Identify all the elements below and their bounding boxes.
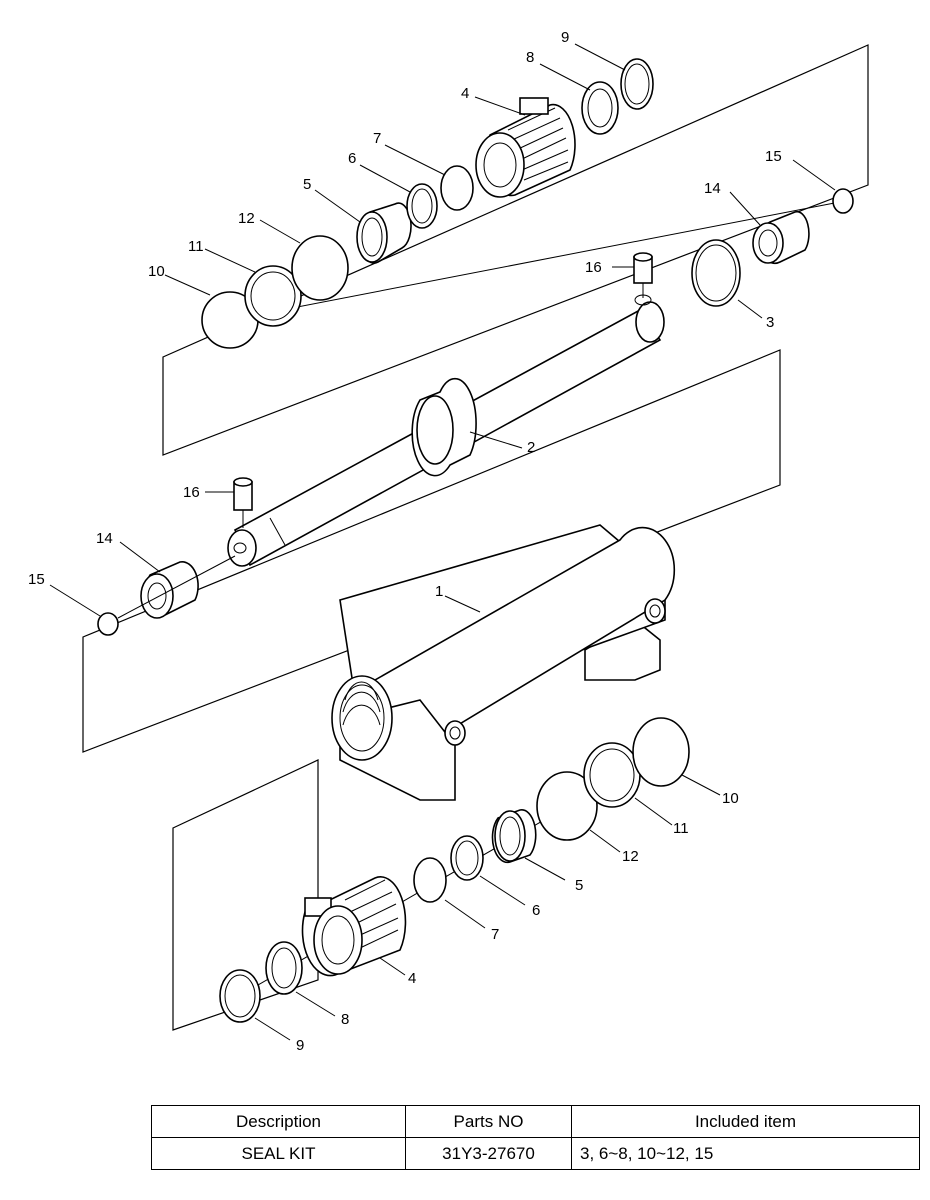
part-15-rod [97,612,119,636]
upper-axis-line [229,199,851,321]
cell-included-item: 3, 6~8, 10~12, 15 [571,1137,920,1170]
callout-6-upper: 6 [348,150,356,167]
callout-16-rod: 16 [183,484,200,501]
part-12-lower [536,771,598,841]
table-row: SEAL KIT 31Y3-27670 3, 6~8, 10~12, 15 [151,1137,920,1170]
callout-10-upper: 10 [148,263,165,280]
part-16-upper-pin [633,252,653,298]
part-6-lower [450,835,484,881]
part-9-lower [219,969,261,1023]
part-11-lower [583,742,641,808]
callout-5-lower: 5 [575,877,583,894]
callout-11-upper: 11 [188,238,204,255]
middle-assembly-outline [82,349,781,753]
callout-8-upper: 8 [526,49,534,66]
table-header-row: Description Parts NO Included item [151,1105,920,1138]
part-8-upper [581,81,619,135]
callout-15-rod: 15 [28,571,45,588]
part-5-lower [491,809,537,864]
cell-description: SEAL KIT [151,1137,406,1170]
callout-15-upper: 15 [765,148,782,165]
part-14-upper [752,210,810,265]
callout-6-lower: 6 [532,902,540,919]
cell-parts-no: 31Y3-27670 [405,1137,572,1170]
part-15-upper [832,188,854,214]
callout-9-upper: 9 [561,29,569,46]
part-1-tube [331,524,676,801]
part-6-upper [406,183,438,229]
part-12-upper [291,235,349,301]
part-7-upper [440,165,474,211]
callout-7-upper: 7 [373,130,381,147]
part-3-oring [691,239,741,307]
callout-14-rod: 14 [96,530,113,547]
upper-assembly-outline [162,44,869,456]
seal-kit-table: Description Parts NO Included item SEAL … [151,1105,920,1170]
callout-10-lower: 10 [722,790,739,807]
part-14-rod [140,561,199,619]
callout-16-upper: 16 [585,259,602,276]
hydraulic-cylinder-exploded-diagram: 9 8 4 7 6 5 12 11 10 15 14 16 3 2 16 14 … [28,29,869,1054]
part-5-upper [356,202,412,264]
callout-4-upper: 4 [461,85,469,102]
part-16-rod-pin [233,477,253,528]
callout-5-upper: 5 [303,176,311,193]
rod-axis-line [117,555,236,619]
callout-9-lower: 9 [296,1037,304,1054]
header-included-item: Included item [571,1105,920,1138]
callout-2: 2 [527,439,535,456]
leader-lines [49,43,836,1041]
part-2-rod [227,294,665,567]
lower-assembly-outline [172,759,319,1031]
part-4-gland-lower [301,876,407,977]
callout-4-lower: 4 [408,970,416,987]
callout-12-upper: 12 [238,210,255,227]
part-10-lower [632,717,690,787]
header-parts-no: Parts NO [405,1105,572,1138]
part-9-upper [620,58,654,110]
callout-14-upper: 14 [704,180,721,197]
callout-1: 1 [435,583,443,600]
part-8-lower [265,941,303,995]
callout-11-lower: 11 [673,820,689,837]
callout-8-lower: 8 [341,1011,349,1028]
callout-3: 3 [766,314,774,331]
callout-12-lower: 12 [622,848,639,865]
part-11-upper [244,265,302,327]
header-description: Description [151,1105,406,1138]
callout-7-lower: 7 [491,926,499,943]
part-7-lower [413,857,447,903]
part-4-gland-upper [475,97,576,198]
